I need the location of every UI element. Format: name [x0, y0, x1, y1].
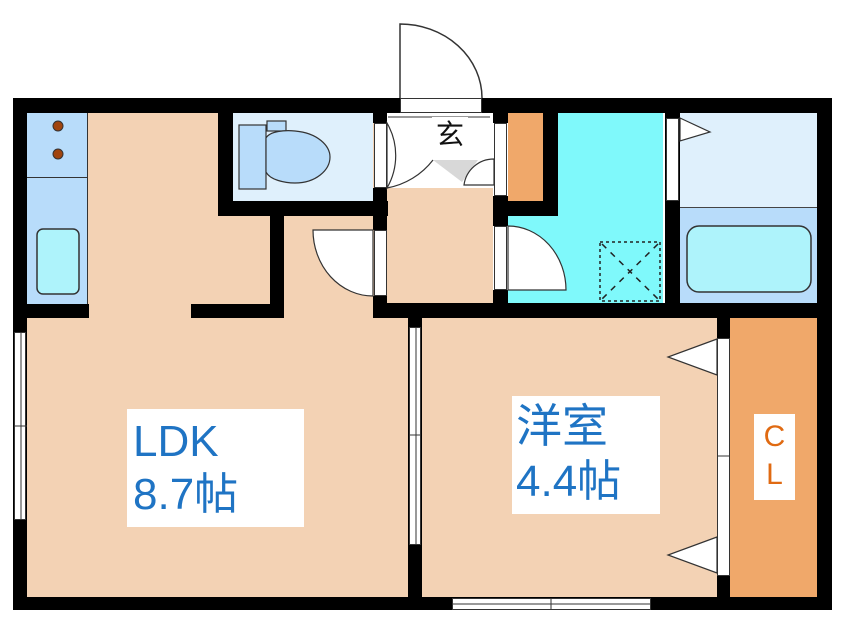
- kitchen-wall-stub: [27, 304, 89, 318]
- middle-wall: [373, 303, 832, 318]
- ldk-door-frame: [374, 230, 387, 296]
- closet-door-icon: [666, 338, 718, 376]
- toilet-wall-right: [373, 113, 387, 123]
- entrance-wall-right-mid: [493, 196, 508, 226]
- washroom-door-swing-icon: [507, 225, 567, 291]
- bath-door-frame: [666, 118, 679, 201]
- closet-door-icon: [666, 536, 718, 574]
- bath-door-icon: [679, 117, 712, 142]
- outer-wall-top-right: [482, 98, 832, 113]
- toilet-wall-right-lower: [373, 188, 387, 230]
- ldk-partition-horizontal: [191, 304, 284, 318]
- shoe-cabinet-top: [508, 113, 543, 201]
- outer-wall-right: [817, 98, 832, 610]
- washroom-door-frame: [494, 226, 507, 290]
- closet-door-frame: [717, 338, 730, 576]
- toilet-bowl-icon: [265, 130, 331, 184]
- entrance-wall-right-bottom: [493, 290, 508, 310]
- front-door-swing-icon: [399, 23, 483, 99]
- genkan-step-icon: [433, 160, 478, 182]
- shoe-cabinet-wall-right: [543, 113, 558, 216]
- closet-letter-c: C: [763, 420, 786, 453]
- stove-burner-icon: [52, 148, 64, 160]
- shoe-cabinet-wall-bottom: [508, 201, 558, 216]
- outer-wall-top-left: [13, 98, 400, 113]
- toilet-wall-bottom: [218, 201, 388, 216]
- ldk-right-window: [409, 327, 421, 545]
- western-label: 洋室 4.4帖: [512, 396, 660, 514]
- toilet-door-swing-icon: [386, 120, 397, 191]
- ldk-door-swing-icon: [312, 229, 374, 297]
- entrance-wall-right-top: [493, 113, 508, 123]
- western-room-name: 洋室: [516, 400, 608, 452]
- toilet-tank-icon: [238, 124, 267, 190]
- toilet-wall-left: [218, 113, 233, 216]
- ldk-room-size: 8.7帖: [133, 470, 239, 519]
- front-door-frame: [400, 98, 482, 113]
- washing-machine-space-icon: [599, 241, 661, 302]
- entrance-label: 玄: [432, 117, 468, 157]
- entrance-hall-door-swing-icon: [386, 159, 434, 189]
- western-room-size: 4.4帖: [516, 457, 622, 506]
- kitchen-sink-icon: [36, 228, 80, 295]
- ldk-room-name: LDK: [133, 417, 219, 466]
- ldk-partition-vertical: [270, 216, 284, 318]
- shoe-cabinet-door-swing-icon: [463, 158, 495, 186]
- closet-letter-l: L: [766, 458, 783, 491]
- kitchen-stove-divider: [27, 177, 88, 178]
- closet-label: C L: [754, 414, 795, 500]
- ldk-label: LDK 8.7帖: [127, 409, 304, 527]
- bathtub-icon: [686, 225, 812, 293]
- toilet-lid-icon: [266, 120, 287, 132]
- stove-burner-icon: [52, 120, 64, 132]
